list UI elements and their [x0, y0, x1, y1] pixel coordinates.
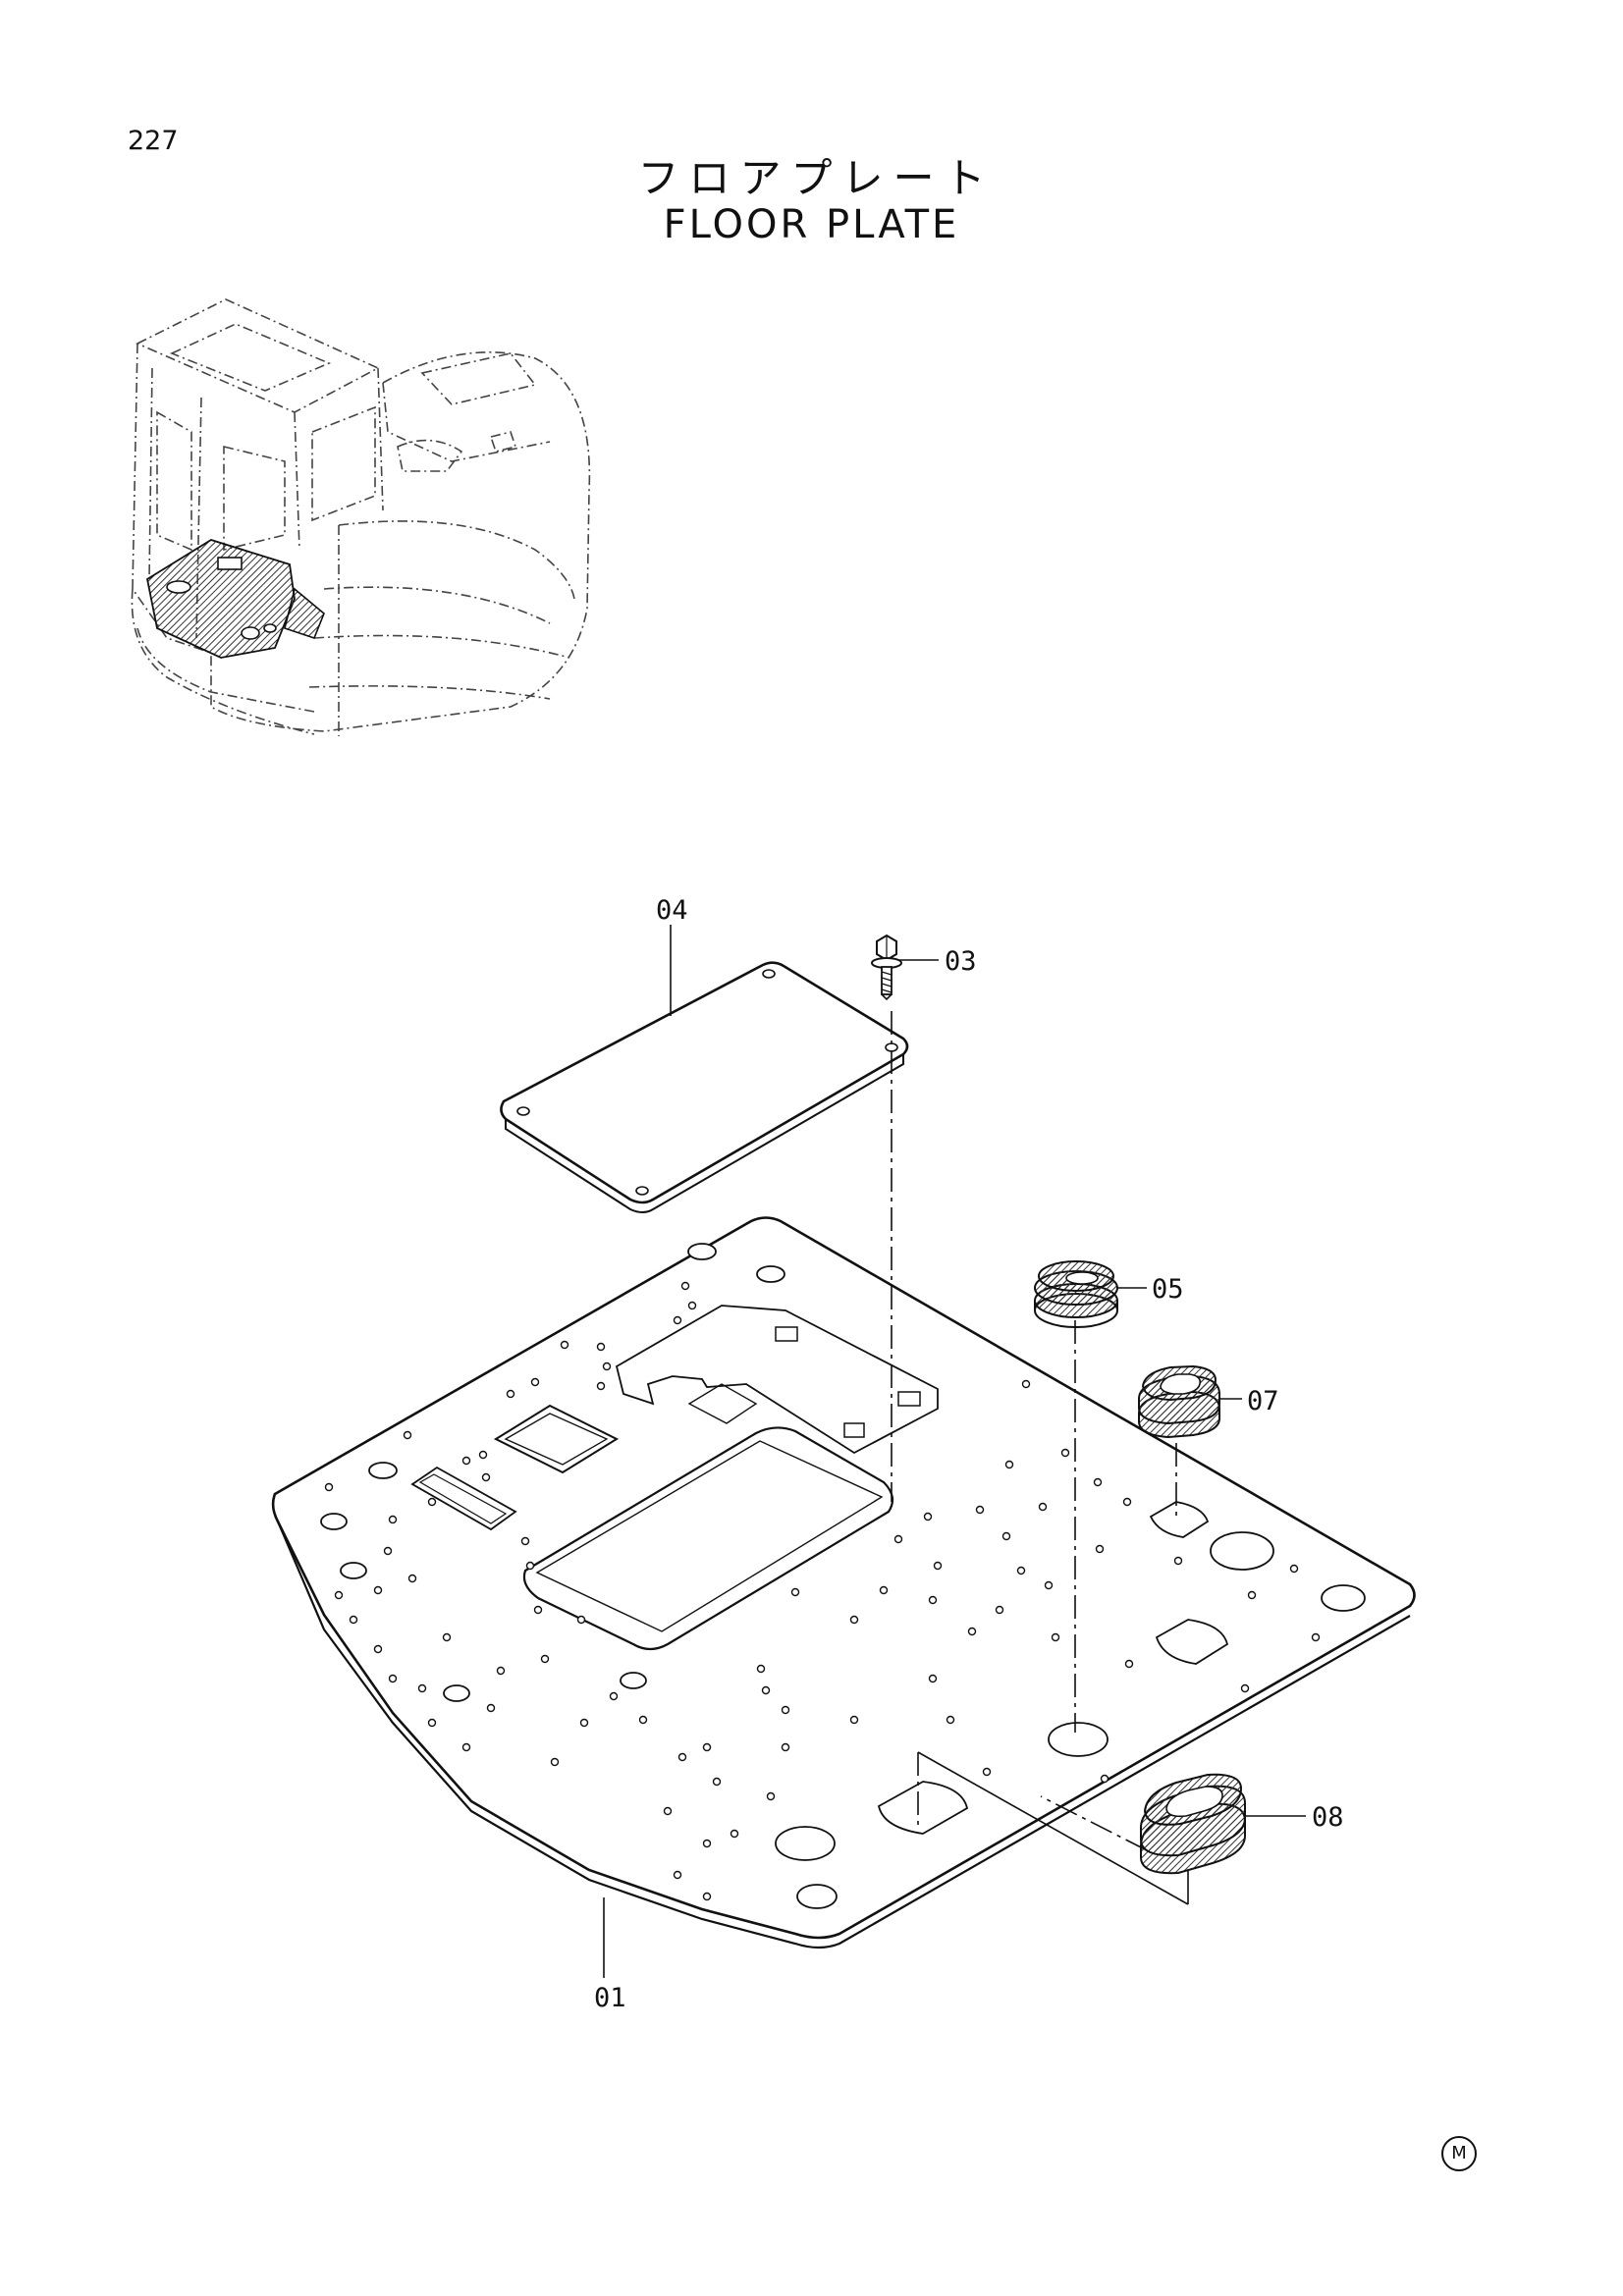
callout-01: 01 — [594, 1983, 626, 2013]
floor-plate-highlight — [145, 539, 325, 659]
grommet-07 — [1138, 1364, 1220, 1439]
callout-05: 05 — [1152, 1274, 1184, 1305]
leader-lines — [603, 925, 1306, 1978]
floor-plate-01 — [271, 1216, 1416, 1949]
callout-04: 04 — [656, 895, 688, 926]
callout-08: 08 — [1312, 1802, 1344, 1833]
cover-plate-04 — [500, 961, 909, 1213]
callout-07: 07 — [1247, 1386, 1279, 1416]
excavator-cab-overview — [131, 298, 591, 736]
bolt-holes — [324, 1281, 1321, 1901]
bolt-03 — [871, 934, 902, 1001]
callout-labels: 04 03 05 07 08 01 — [594, 895, 1344, 2013]
page-title-japanese: フロアプレート — [637, 154, 996, 202]
grommet-05 — [1034, 1260, 1118, 1328]
page-title-english: FLOOR PLATE — [663, 202, 960, 247]
page-number: 227 — [128, 126, 179, 156]
manufacturer-mark: M — [1441, 2136, 1477, 2171]
callout-03: 03 — [945, 946, 977, 977]
grommet-08 — [1140, 1773, 1246, 1875]
